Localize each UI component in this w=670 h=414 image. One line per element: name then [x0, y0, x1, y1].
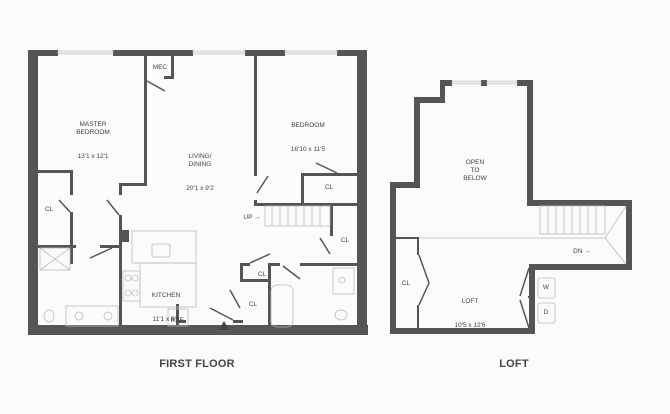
first-floor-walls: [28, 50, 368, 335]
room-name: KITCHEN: [151, 292, 181, 299]
dryer-label: D: [543, 309, 549, 316]
room-open-to-below: OPEN TO BELOW: [463, 159, 487, 182]
room-name: LOFT: [461, 298, 479, 305]
entry-arrow-icon: [219, 321, 229, 330]
closet-label: CL: [324, 184, 334, 191]
loft-fixtures: [419, 205, 627, 324]
loft-walls: [390, 80, 632, 334]
washer-label: W: [542, 284, 550, 291]
room-dimensions: 13'1 x 12'1: [77, 153, 109, 160]
first-floor-fixtures: [39, 205, 355, 328]
closet-label: CL: [257, 271, 267, 278]
room-kitchen: KITCHEN 11'1 x 8'1: [152, 276, 181, 332]
stairs-down-label: DN →: [573, 248, 591, 255]
room-dimensions: 20'1 x 9'2: [186, 185, 214, 192]
room-bedroom: BEDROOM 16'10 x 11'5: [291, 106, 325, 162]
closet-label: CL: [248, 301, 258, 308]
stairs-up: [264, 205, 331, 227]
room-dimensions: 10'5 x 12'6: [454, 322, 486, 329]
room-living-dining: LIVING/ DINING 20'1 x 9'2: [186, 137, 213, 201]
room-name: BEDROOM: [291, 122, 325, 129]
arrow-right-icon: →: [254, 214, 261, 221]
room-dimensions: 11'1 x 8'1: [152, 316, 180, 323]
floor-title-loft: LOFT: [499, 358, 529, 370]
closet-label: CL: [340, 237, 350, 244]
closet-label: CL: [401, 280, 411, 287]
room-dimensions: 16'10 x 11'5: [290, 146, 326, 153]
room-name: LIVING/ DINING: [188, 153, 212, 168]
arrow-right-icon: →: [584, 248, 591, 255]
refrigerator-label: REF: [170, 317, 184, 324]
stairs-up-label: UP →: [243, 214, 261, 221]
room-loft: LOFT 10'5 x 12'6: [454, 282, 485, 338]
room-name: MASTER BEDROOM: [76, 121, 110, 136]
floor-title-first-floor: FIRST FLOOR: [159, 358, 235, 370]
closet-label: CL: [44, 206, 54, 213]
room-mechanical: MEC: [152, 64, 168, 71]
room-master-bedroom: MASTER BEDROOM 13'1 x 12'1: [76, 105, 110, 169]
